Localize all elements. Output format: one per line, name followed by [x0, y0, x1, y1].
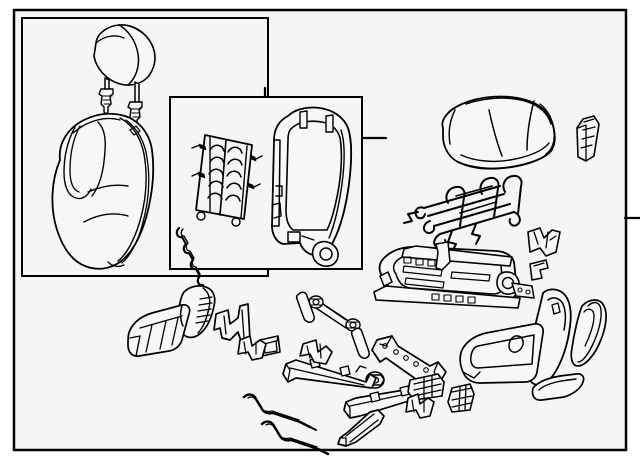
- retaining-clip: [529, 259, 549, 281]
- rail-end-cap: [407, 373, 445, 401]
- outer-side-shield: [459, 288, 572, 386]
- inner-side-shield: [127, 285, 216, 357]
- seat-cushion-spring-assembly: [403, 174, 523, 253]
- seat-back-wire-clip: [175, 226, 205, 287]
- seat-back-cover-and-pad: [51, 112, 155, 270]
- mounting-bracket: [527, 227, 561, 257]
- anchor-bracket: [447, 383, 475, 413]
- pin: [350, 327, 370, 359]
- track-release-rod: [260, 420, 330, 456]
- seat-cushion-cover-and-pad: [441, 95, 556, 170]
- recliner-trim-cap: [531, 373, 585, 401]
- pin: [295, 291, 315, 323]
- lower-side-cover: [337, 409, 385, 447]
- seat-cushion-frame: [373, 241, 535, 309]
- recliner-handle: [570, 299, 607, 367]
- seat-back-spring-mat: [191, 134, 263, 227]
- track-release-rod: [242, 393, 317, 431]
- seat-back-frame: [271, 106, 353, 267]
- spring-clip: [237, 335, 267, 361]
- anchor-bracket: [299, 339, 333, 365]
- spring-clip: [405, 393, 435, 419]
- head-restraint: [93, 24, 156, 104]
- cushion-side-pad: [576, 115, 600, 162]
